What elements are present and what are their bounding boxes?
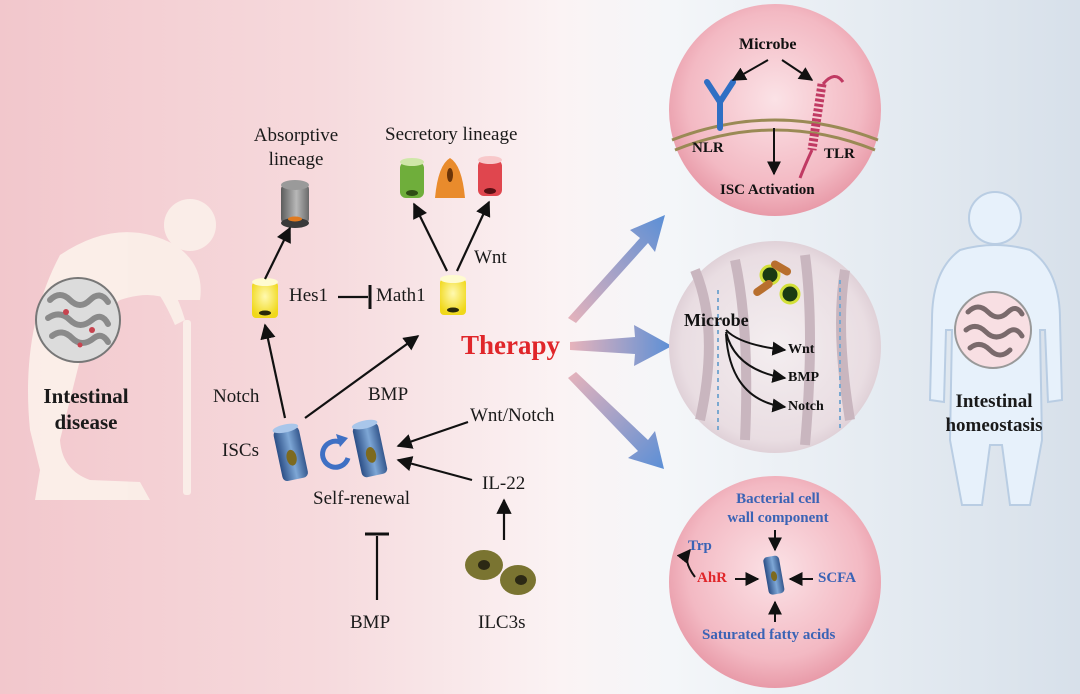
iscs-label: ISCs xyxy=(222,440,259,461)
hes1-progenitor-cell-icon xyxy=(252,278,278,318)
panel-mid-bmp-label: BMP xyxy=(788,370,820,385)
absorptive-line1: Absorptive xyxy=(253,125,339,146)
homeostasis-line2: homeostasis xyxy=(945,415,1043,436)
bacterial-line2: wall component xyxy=(727,510,829,526)
healthy-intestine-icon xyxy=(954,291,1032,369)
secretory-orange-cell-icon xyxy=(435,158,465,198)
panel-top-microbe-label: Microbe xyxy=(739,36,797,53)
panel-mid-microbe-label: Microbe xyxy=(684,310,749,330)
microbe-particles-icon xyxy=(753,260,801,305)
trp-label: Trp xyxy=(688,538,712,554)
panel-metabolites xyxy=(669,476,881,688)
nlr-label: NLR xyxy=(692,140,724,156)
therapy-arrow-up xyxy=(568,215,665,323)
homeostasis-line1: Intestinal xyxy=(955,391,1033,412)
therapy-arrow-mid xyxy=(570,325,672,366)
disease-label-line1: Intestinal xyxy=(43,384,129,408)
panel-mid-notch-label: Notch xyxy=(788,399,824,414)
il22-label: IL-22 xyxy=(482,473,526,494)
isc-activation-label: ISC Activation xyxy=(720,182,815,198)
panel-mid-wnt-label: Wnt xyxy=(788,342,815,357)
bacterial-cell-wall-label: Bacterial cell wall component xyxy=(727,490,828,528)
secretory-red-cell-icon xyxy=(478,156,502,196)
tlr-receptor-icon xyxy=(798,75,845,179)
wnt-label: Wnt xyxy=(474,247,507,268)
ahr-label: AhR xyxy=(697,570,728,586)
isc-panel-cell-icon xyxy=(763,555,785,595)
math1-label: Math1 xyxy=(376,285,426,306)
isc-cell-icon xyxy=(272,423,308,482)
homeostasis-label: Intestinal homeostasis xyxy=(945,390,1042,438)
panel-microbe-signaling xyxy=(669,241,881,453)
panel-microbe-receptors xyxy=(669,4,881,216)
secretory-lineage-label: Secretory lineage xyxy=(385,124,518,145)
bacterial-line1: Bacterial cell xyxy=(736,491,820,507)
saturated-fatty-acids-label: Saturated fatty acids xyxy=(702,627,836,643)
therapy-label: Therapy xyxy=(461,330,561,360)
disease-label-line2: disease xyxy=(54,410,118,434)
therapy-arrow-down xyxy=(568,372,664,469)
ilc3-cells-icon xyxy=(465,550,536,595)
self-renewal-cycle-icon xyxy=(320,434,351,470)
bmp-bottom-label: BMP xyxy=(350,612,391,633)
absorptive-line2: lineage xyxy=(268,149,324,170)
wnt-notch-label: Wnt/Notch xyxy=(470,405,555,426)
left-pathway-arrows xyxy=(260,200,512,600)
absorptive-cell-icon xyxy=(281,180,309,228)
math1-progenitor-cell-icon xyxy=(440,275,466,315)
absorptive-lineage-label: Absorptive lineage xyxy=(254,124,338,172)
nlr-receptor-icon xyxy=(704,79,736,131)
ilc3s-label: ILC3s xyxy=(478,612,526,633)
scfa-label: SCFA xyxy=(818,570,857,586)
notch-label: Notch xyxy=(213,386,260,407)
diseased-intestine-icon xyxy=(35,277,121,363)
therapy-arrows xyxy=(568,215,672,469)
hes1-label: Hes1 xyxy=(289,285,329,306)
disease-label: Intestinal disease xyxy=(43,383,128,435)
tlr-label: TLR xyxy=(824,146,855,162)
self-renewal-label: Self-renewal xyxy=(313,488,411,509)
bmp-top-label: BMP xyxy=(368,384,409,405)
isc-renewed-cell-icon xyxy=(351,419,388,478)
secretory-green-cell-icon xyxy=(400,158,424,198)
